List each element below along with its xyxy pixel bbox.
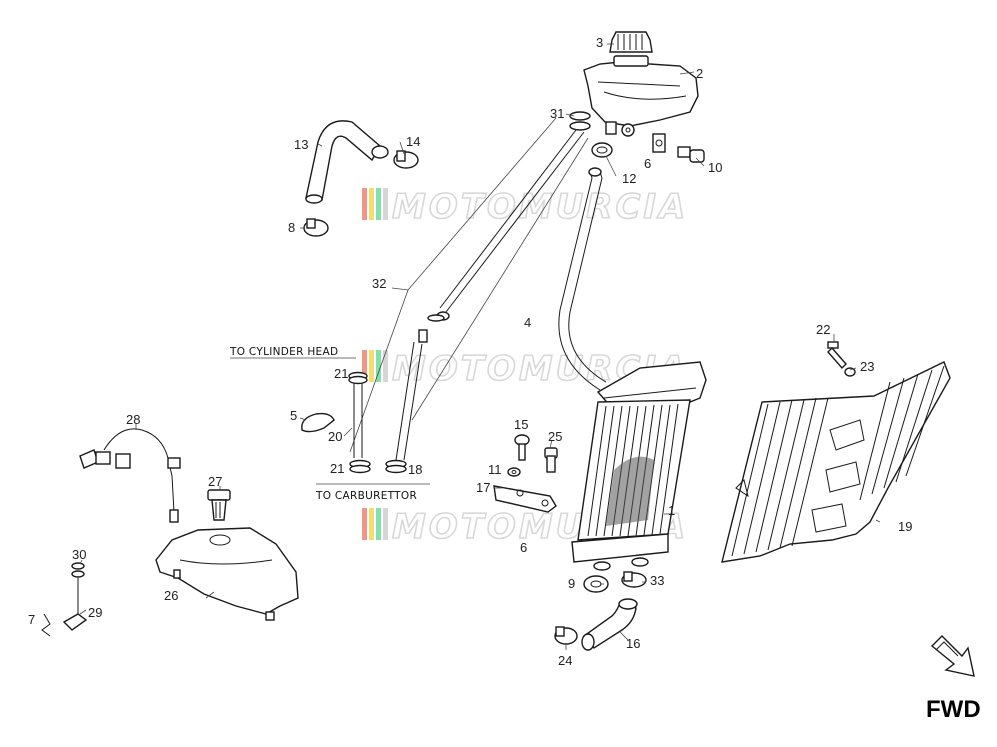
- label-6-top: 6: [644, 156, 651, 171]
- reservoir-cap: [207, 489, 231, 521]
- label-24: 24: [558, 653, 572, 668]
- label-19: 19: [898, 519, 912, 534]
- tank-cap: [609, 31, 653, 67]
- hose-clamps-21: [349, 459, 407, 474]
- hose-clamps-31: [569, 111, 591, 131]
- label-21-top: 21: [334, 366, 348, 381]
- label-16: 16: [626, 636, 640, 651]
- hose-clamp-8: [303, 218, 329, 237]
- clip-7: [41, 613, 51, 637]
- part-labels: 3 2 31 6 10 12 13 14 8 32 4 TO CYLINDER …: [28, 35, 912, 668]
- label-11: 11: [488, 462, 502, 477]
- label-22: 22: [816, 322, 830, 337]
- oil-reservoir: [155, 527, 299, 621]
- label-12: 12: [622, 171, 636, 186]
- bent-hose: [305, 120, 389, 204]
- radiator-bracket: [493, 485, 557, 513]
- note-cylinder-head: TO CYLINDER HEAD: [229, 346, 338, 358]
- label-25: 25: [548, 429, 562, 444]
- level-float: [62, 562, 88, 631]
- radiator: [571, 361, 707, 571]
- leader-32: [349, 117, 589, 453]
- label-15: 15: [514, 417, 528, 432]
- label-32: 32: [372, 276, 386, 291]
- label-31: 31: [550, 106, 564, 121]
- note-carburettor: TO CARBURETTOR: [315, 490, 417, 502]
- watermark-1: MOTOMURCIA: [362, 186, 688, 228]
- lower-hose: [581, 598, 638, 651]
- tank-bolt: [677, 146, 705, 163]
- label-7: 7: [28, 612, 35, 627]
- label-6-bottom: 6: [520, 540, 527, 555]
- tank-bracket-nut: [652, 133, 666, 153]
- hose-18: [395, 314, 445, 461]
- label-9: 9: [568, 576, 575, 591]
- label-29: 29: [88, 605, 102, 620]
- label-20: 20: [328, 429, 342, 444]
- bolt-22: [827, 341, 847, 370]
- fwd-label: FWD: [926, 696, 981, 723]
- hose-clamp-12: [591, 142, 613, 158]
- leader-lines: [79, 43, 881, 650]
- label-4: 4: [524, 315, 531, 330]
- hose-4: [558, 167, 607, 391]
- washer-11: [507, 467, 521, 477]
- label-30: 30: [72, 547, 86, 562]
- label-27: 27: [208, 474, 222, 489]
- label-13: 13: [294, 137, 308, 152]
- grommet-9: [583, 575, 609, 593]
- expansion-tank: [583, 61, 699, 137]
- fwd-arrow-icon: [930, 635, 975, 677]
- hose-clamp-14: [393, 150, 419, 169]
- label-26: 26: [164, 588, 178, 603]
- annotation-lines: [230, 357, 430, 485]
- label-33: 33: [650, 573, 664, 588]
- label-23: 23: [860, 359, 874, 374]
- washer-23: [844, 367, 856, 377]
- bolt-25: [544, 447, 558, 473]
- label-17: 17: [476, 480, 490, 495]
- label-18: 18: [408, 462, 422, 477]
- hose-clamp-24: [554, 626, 578, 645]
- hose-clamp-33: [621, 571, 647, 588]
- radiator-grille: [721, 361, 951, 563]
- sensor-cable: [79, 428, 181, 523]
- label-21-bottom: 21: [330, 461, 344, 476]
- hose-20: [348, 371, 368, 458]
- label-10: 10: [708, 160, 722, 175]
- label-2: 2: [696, 66, 703, 81]
- label-28: 28: [126, 412, 140, 427]
- label-5: 5: [290, 408, 297, 423]
- label-8: 8: [288, 220, 295, 235]
- label-14: 14: [406, 134, 420, 149]
- watermark-text-1: MOTOMURCIA: [392, 187, 688, 227]
- label-3: 3: [596, 35, 603, 50]
- label-1: 1: [668, 503, 675, 518]
- bolt-15: [514, 434, 530, 461]
